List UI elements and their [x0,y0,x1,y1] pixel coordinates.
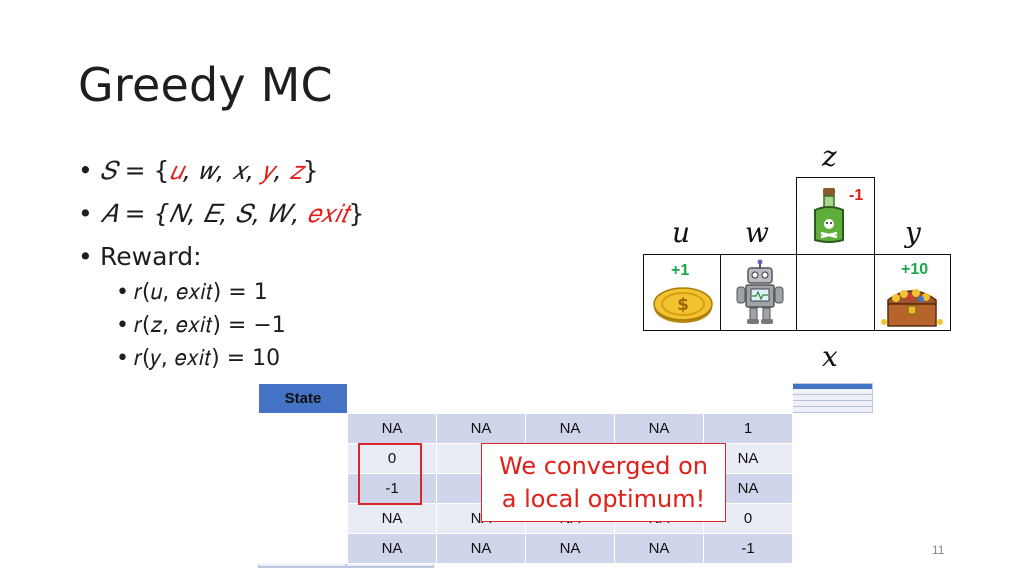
bullet-dot-icon: • [116,346,129,371]
sub-bullet-reward-u: •𝑟(𝑢, 𝑒𝑥𝑖𝑡) = 1 [116,280,268,305]
treasure-chest-icon [881,289,943,327]
callout-line-1: We converged on [499,452,708,480]
poison-bottle-icon [814,188,844,243]
bullet-reward: •Reward: [78,242,202,271]
grid-cell-w [720,254,798,331]
bullet-states: •𝑆 = {𝑢, 𝑤, 𝑥, 𝑦, 𝑧} [78,156,319,185]
state-label-u: 𝑢 [672,216,691,249]
table-cell: NA [525,533,615,564]
grid-cell-x [796,254,875,331]
grid-cell-u: +1 $ [643,254,721,331]
bullet-dot-icon: • [116,313,129,338]
reward-u: +1 [671,262,690,279]
table-cell: NA [614,413,704,444]
state-label-z: 𝑧 [822,140,837,173]
table-cell: NA [614,533,704,564]
grid-cell-z: -1 [796,177,875,255]
state-label-x: 𝑥 [822,340,838,373]
table-cell: NA [347,533,437,564]
sub-bullet-reward-y: •𝑟(𝑦, 𝑒𝑥𝑖𝑡) = 10 [116,346,281,371]
reward-y: +10 [901,261,929,278]
bullet-dot-icon: • [78,199,93,228]
sub-bullet-reward-z: •𝑟(𝑧, 𝑒𝑥𝑖𝑡) = −1 [116,313,286,338]
grid-cell-y: +10 [874,254,951,331]
row-label-cell [258,443,348,474]
converged-callout: We converged on a local optimum! [481,443,726,522]
state-label-y: 𝑦 [905,216,921,249]
slide-title: Greedy MC [78,58,333,112]
bullet-dot-icon: • [78,156,93,185]
header-strip [347,383,793,414]
table-cell: NA [347,413,437,444]
table-cell: -1 [703,533,793,564]
table-cell: NA [436,413,526,444]
bullet-dot-icon: • [78,242,93,271]
row-label-cell [258,413,348,444]
row-label-cell [258,473,348,504]
row-label-cell [258,503,348,534]
state-header: State [258,383,348,414]
row-label-cell [258,533,348,564]
mini-table-thumbnail [785,383,873,413]
callout-line-2: a local optimum! [501,485,706,513]
table-cell: NA [525,413,615,444]
robot-icon [736,259,784,324]
reward-z: -1 [849,187,864,204]
svg-text:$: $ [677,295,689,315]
bullet-actions: •𝐴 = {𝑁, 𝐸, 𝑆, 𝑊, 𝑒𝑥𝑖𝑡} [78,199,365,228]
table-cell: 1 [703,413,793,444]
table-cell: NA [436,533,526,564]
page-number: 11 [932,543,945,557]
gold-coin-icon: $ [653,287,713,323]
state-label-w: 𝑤 [745,216,769,249]
highlight-box [358,443,422,505]
bullet-dot-icon: • [116,280,129,305]
table-cell: NA [347,503,437,534]
